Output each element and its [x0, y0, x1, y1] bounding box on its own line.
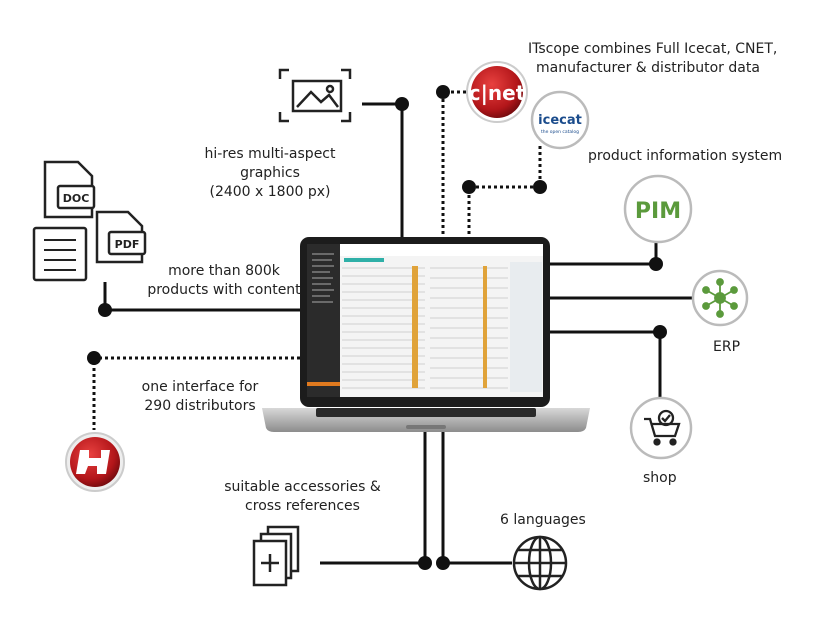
- icecat-logo-text: icecat: [538, 113, 582, 128]
- app-sidebar: [307, 244, 340, 397]
- icecat-connector: [467, 146, 542, 240]
- cnet-logo-text: c|net: [469, 81, 526, 105]
- itscope-logo-icon: [65, 432, 125, 492]
- doc-tag: DOC: [63, 192, 90, 205]
- pdf-file-icon: PDF: [95, 210, 147, 264]
- cnet-logo: c|net: [466, 61, 528, 123]
- laptop: [262, 237, 590, 432]
- accessories-line-2: cross references: [245, 498, 360, 514]
- junction-dots: [87, 85, 667, 570]
- shop-node: [629, 396, 693, 460]
- header-line-1: ITscope combines Full Icecat, CNET,: [528, 41, 778, 57]
- languages-label: 6 languages: [500, 512, 586, 528]
- add-stack-icon: [252, 525, 300, 587]
- header-line-2: manufacturer & distributor data: [536, 60, 760, 76]
- pim-connector: [550, 242, 658, 266]
- products-line-2: products with content: [147, 282, 301, 298]
- network-icon: [702, 278, 738, 318]
- image-icon: [278, 68, 352, 123]
- distributors-line-1: one interface for: [141, 379, 259, 395]
- graphics-line-1: hi-res multi-aspect: [204, 146, 336, 162]
- pim-badge-text: PIM: [635, 199, 681, 224]
- graphics-line-2: graphics: [240, 165, 300, 181]
- shop-connector: [550, 330, 662, 398]
- erp-node: [691, 269, 749, 327]
- erp-label: ERP: [713, 339, 741, 355]
- distributors-line-2: 290 distributors: [144, 398, 256, 414]
- graphics-line-3: (2400 x 1800 px): [209, 184, 331, 200]
- icecat-tagline: the open catalog: [541, 129, 579, 135]
- accessories-line-1: suitable accessories &: [224, 479, 381, 495]
- products-line-1: more than 800k: [168, 263, 280, 279]
- shop-label: shop: [643, 470, 677, 486]
- cnet-connector: [441, 90, 466, 240]
- laptop-screen: [307, 244, 543, 397]
- keyboard: [316, 408, 536, 417]
- graphics-connector: [362, 102, 404, 240]
- pim-badge: PIM: [623, 174, 693, 244]
- globe-icon: [512, 535, 568, 591]
- doc-file-icon: DOC: [43, 160, 96, 219]
- shopping-cart-icon: [644, 409, 681, 446]
- pdf-tag: PDF: [115, 238, 140, 251]
- icecat-logo: icecat the open catalog: [530, 90, 590, 150]
- pim-label: product information system: [588, 148, 783, 164]
- list-file-icon: [32, 226, 88, 282]
